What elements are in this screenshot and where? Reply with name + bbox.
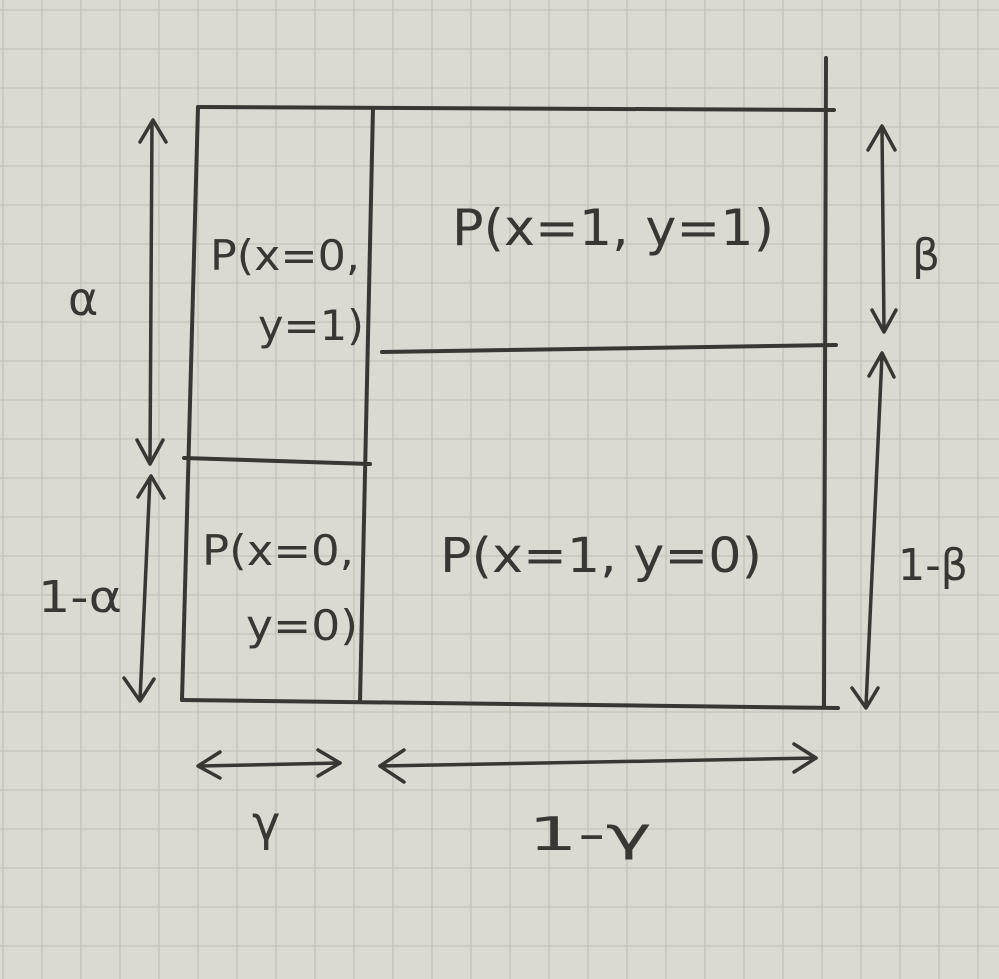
dimension-labels: α 1-α β 1-β γ 1-γ xyxy=(38,230,968,861)
gamma-label: γ xyxy=(252,796,280,852)
one-minus-alpha-label: 1-α xyxy=(38,572,122,623)
beta-label: β xyxy=(912,230,940,281)
one-minus-gamma-label: 1-γ xyxy=(528,807,652,861)
x-split-line xyxy=(358,106,375,704)
bottom-edge xyxy=(180,698,840,710)
right-edge xyxy=(822,56,828,708)
alpha-label: α xyxy=(68,272,98,326)
top-edge xyxy=(196,105,836,112)
cell-x1-y0-label: P(x=1, y=0) xyxy=(440,528,762,584)
left-y-split-line xyxy=(182,456,372,466)
one-minus-gamma-arrow xyxy=(378,742,818,784)
cell-labels: P(x=0, y=1) P(x=0, y=0) P(x=1, y=1) P(x=… xyxy=(202,199,774,650)
cell-x0-y1-line2: y=1) xyxy=(258,301,364,350)
beta-arrow xyxy=(866,124,898,334)
diagram-lines xyxy=(180,56,840,710)
dimension-arrows xyxy=(122,118,898,784)
cell-x0-y1-line1: P(x=0, xyxy=(210,231,360,280)
gamma-arrow xyxy=(196,748,342,780)
cell-x0-y0-line2: y=0) xyxy=(246,601,358,650)
right-y-split-line xyxy=(380,343,838,354)
one-minus-beta-label: 1-β xyxy=(898,540,968,591)
alpha-arrow xyxy=(135,118,168,466)
left-edge xyxy=(180,105,200,702)
one-minus-beta-arrow xyxy=(850,351,896,710)
cell-x1-y1-label: P(x=1, y=1) xyxy=(452,199,774,257)
one-minus-alpha-arrow xyxy=(122,474,166,703)
cell-x0-y0-line1: P(x=0, xyxy=(202,526,354,575)
